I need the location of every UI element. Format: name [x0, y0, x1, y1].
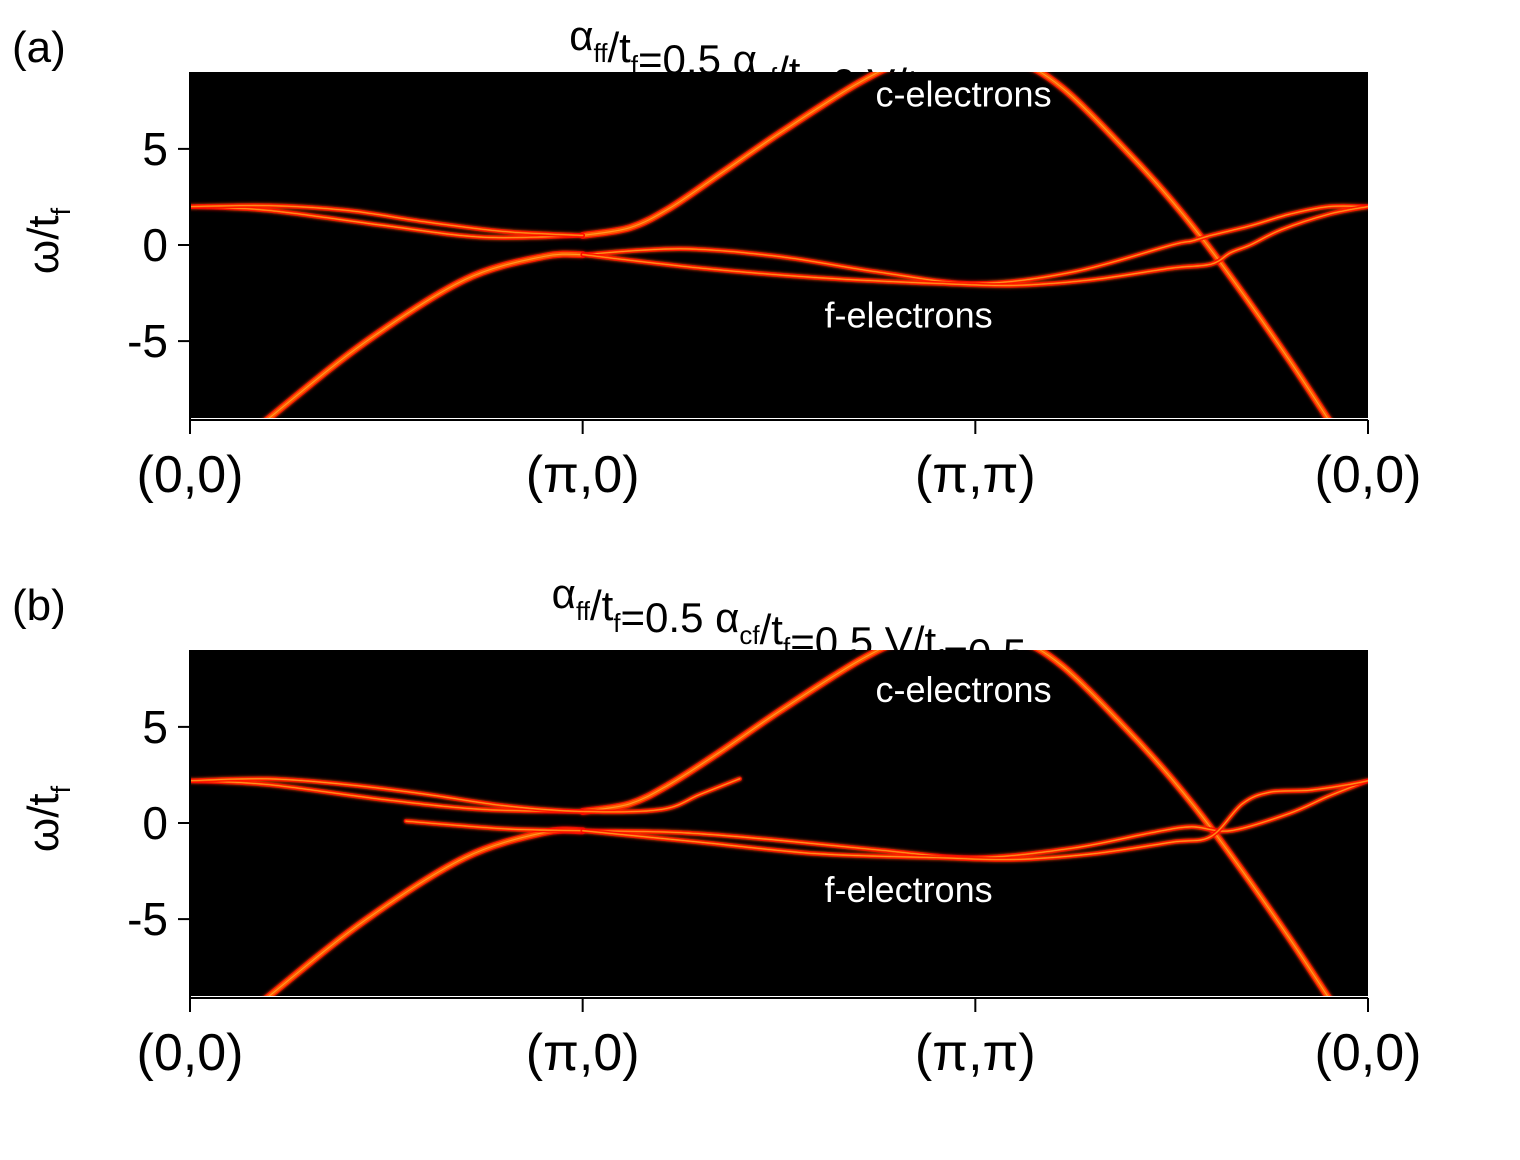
y-tick-label: 5	[142, 701, 168, 753]
panel-letter: (b)	[12, 581, 66, 630]
band-label: f-electrons	[825, 869, 993, 910]
panel-a: (a)αff/tf=0.5 αcf/tf=0 V/tf=0.5c-electro…	[12, 12, 1421, 504]
band-line-highlight	[268, 253, 584, 418]
x-tick-label: (π,0)	[526, 446, 640, 504]
band-line-highlight	[190, 205, 584, 236]
x-tick-label: (π,π)	[915, 446, 1036, 504]
plot-area	[190, 650, 1368, 996]
band-line-highlight	[268, 829, 584, 996]
x-tick-label: (0,0)	[137, 446, 244, 504]
y-axis-label: ω/tf	[19, 785, 76, 852]
x-tick-label: (0,0)	[1315, 1024, 1422, 1082]
band-line-highlight	[582, 650, 1329, 996]
y-tick-label: 0	[142, 219, 168, 271]
y-tick-label: -5	[127, 315, 168, 367]
x-tick-label: (0,0)	[137, 1024, 244, 1082]
band-line-highlight	[582, 205, 1368, 284]
y-tick-label: 5	[142, 123, 168, 175]
band-line-highlight	[190, 780, 584, 812]
panel-b: (b) αff/tf=0.5 αcf/tf=0.5 V/tf=0.5c-elect…	[12, 570, 1421, 1082]
x-tick-label: (π,0)	[526, 1024, 640, 1082]
band-label: c-electrons	[876, 669, 1052, 710]
plot-area	[190, 72, 1368, 418]
band-line-highlight	[190, 778, 741, 813]
band-line-highlight	[190, 206, 584, 239]
panel-title: αff/tf=0.5 αcf/tf=0.5 V/tf=0.5	[552, 570, 1027, 677]
band-line-highlight	[582, 206, 1368, 286]
band-group	[190, 650, 1368, 996]
band-label: f-electrons	[825, 295, 993, 336]
y-tick-label: 0	[142, 797, 168, 849]
y-axis-label: ω/tf	[19, 207, 76, 274]
band-label: c-electrons	[876, 74, 1052, 115]
band-line-highlight	[582, 780, 1368, 861]
band-group	[190, 72, 1368, 418]
panel-letter: (a)	[12, 23, 66, 72]
x-tick-label: (0,0)	[1315, 446, 1422, 504]
y-tick-label: -5	[127, 893, 168, 945]
band-line-highlight	[582, 72, 1329, 418]
x-tick-label: (π,π)	[915, 1024, 1036, 1082]
